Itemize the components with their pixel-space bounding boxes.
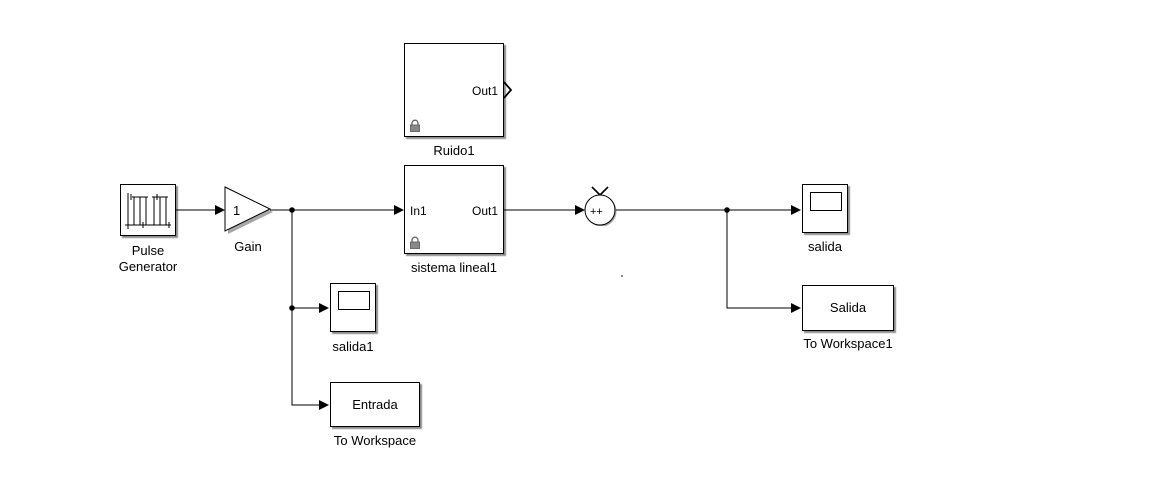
- scope-salida-label: salida: [808, 239, 842, 254]
- system-in-port-label: In1: [410, 204, 427, 218]
- lock-icon: [410, 119, 420, 132]
- scope-salida-block[interactable]: [802, 184, 848, 233]
- lock-icon: [410, 236, 420, 249]
- to-workspace-variable: Entrada: [352, 397, 398, 412]
- sum-signs: ++: [590, 206, 603, 218]
- pulse-generator-label-line2: Generator: [118, 259, 178, 274]
- noise-out-port-chevron-icon: [503, 81, 513, 99]
- to-workspace1-block[interactable]: Salida: [802, 285, 894, 331]
- gain-block[interactable]: 1: [222, 185, 274, 235]
- scope-salida1-block[interactable]: [330, 283, 376, 332]
- scope-salida1-label: salida1: [332, 339, 374, 354]
- to-workspace-label: To Workspace: [333, 433, 417, 448]
- noise-out-port-label: Out1: [471, 84, 498, 98]
- linear-system-label: sistema lineal1: [411, 260, 497, 275]
- sum-block[interactable]: ++: [582, 186, 622, 226]
- gain-value: 1: [233, 203, 240, 218]
- pulse-train-icon: [125, 193, 171, 229]
- gain-label: Gain: [234, 239, 262, 254]
- pulse-generator-label-line1: Pulse: [131, 243, 165, 258]
- pulse-generator-label: Pulse Generator: [108, 243, 188, 275]
- to-workspace1-variable: Salida: [829, 300, 867, 315]
- to-workspace1-label: To Workspace1: [803, 336, 893, 351]
- pulse-generator-block[interactable]: [120, 184, 176, 236]
- system-out-port-label: Out1: [471, 204, 498, 218]
- scope-screen-icon: [810, 192, 842, 211]
- to-workspace-block[interactable]: Entrada: [330, 382, 420, 427]
- noise-label: Ruido1: [433, 143, 475, 158]
- scope-screen-icon: [338, 291, 370, 310]
- linear-system-subsystem-block[interactable]: In1 Out1: [404, 165, 504, 254]
- noise-subsystem-block[interactable]: Out1: [404, 43, 504, 137]
